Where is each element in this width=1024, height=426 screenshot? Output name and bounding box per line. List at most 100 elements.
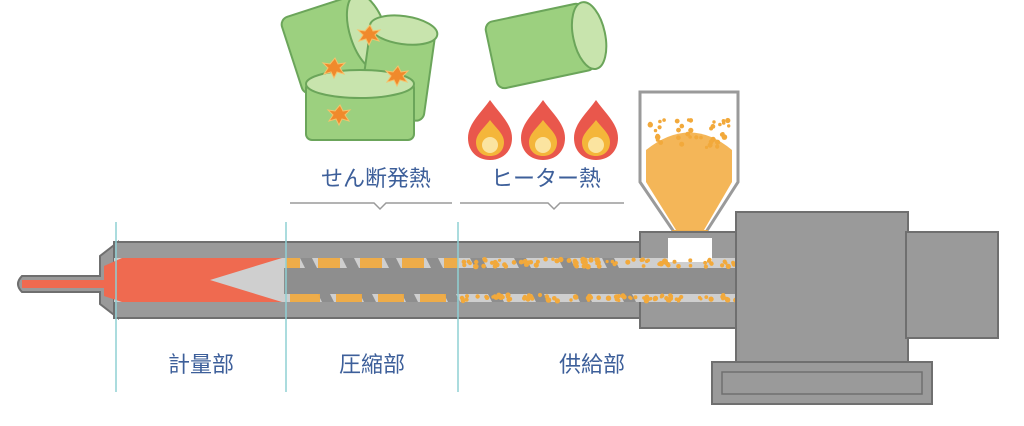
- flame-icon-group: [468, 100, 618, 160]
- pellet: [461, 259, 467, 265]
- pellet: [528, 260, 534, 265]
- pellet: [610, 259, 615, 264]
- pellet: [494, 262, 500, 268]
- pellet: [658, 119, 662, 124]
- pellet: [688, 135, 692, 139]
- section-dividers: [115, 222, 459, 392]
- pellet: [672, 259, 677, 264]
- pellet: [658, 260, 664, 267]
- pellet: [521, 260, 526, 264]
- pellet: [725, 263, 731, 269]
- pellet: [708, 296, 714, 302]
- pellet: [462, 263, 467, 268]
- pellet: [676, 264, 681, 269]
- pellet: [704, 295, 709, 299]
- pellet: [633, 295, 638, 300]
- pellet: [703, 260, 707, 265]
- pellet: [558, 256, 564, 263]
- pellet: [526, 294, 531, 298]
- pellet: [621, 294, 627, 300]
- pellet: [646, 258, 650, 263]
- pellet: [573, 294, 579, 300]
- pellet: [659, 295, 663, 299]
- molten-resin: [22, 258, 282, 302]
- pellet: [663, 260, 669, 265]
- pellet: [694, 135, 699, 140]
- pellet: [708, 139, 714, 145]
- pellet: [586, 298, 591, 302]
- compression-resin: [286, 258, 458, 302]
- pellet: [649, 296, 653, 301]
- pellet: [676, 299, 681, 303]
- pellet: [688, 127, 694, 133]
- pellet: [641, 264, 646, 268]
- pellet: [653, 128, 658, 133]
- pellet: [569, 298, 573, 302]
- pellet: [475, 294, 480, 299]
- pellet: [686, 118, 691, 122]
- pellet: [489, 260, 495, 265]
- pellet: [498, 258, 502, 262]
- pellet: [721, 293, 726, 297]
- pellet: [625, 259, 631, 265]
- feed-pellets: [459, 117, 739, 304]
- pellet: [511, 260, 517, 265]
- pellet: [588, 257, 594, 263]
- pellet: [657, 125, 662, 130]
- pellet: [721, 121, 726, 125]
- pellet: [596, 295, 601, 301]
- pellet: [533, 262, 539, 268]
- shear-cylinders-icon: [280, 0, 439, 141]
- pellet: [715, 144, 720, 149]
- pellet: [707, 257, 712, 262]
- pellet: [551, 257, 555, 261]
- pellet: [718, 122, 722, 127]
- pellet: [652, 295, 659, 301]
- pellet: [655, 138, 660, 142]
- pellet: [665, 297, 671, 303]
- pellet: [581, 263, 587, 269]
- pellet: [596, 263, 602, 269]
- pellet: [631, 257, 636, 262]
- pellet: [474, 259, 479, 265]
- pellet: [685, 131, 691, 137]
- pellet: [482, 264, 486, 269]
- pellet: [709, 126, 714, 131]
- pellet: [725, 117, 731, 124]
- pellet: [679, 294, 684, 300]
- pellet: [483, 258, 488, 263]
- shear-heat-bracket: [290, 202, 452, 211]
- flame-icon: [521, 100, 565, 160]
- pellet: [688, 263, 693, 268]
- pellet: [605, 259, 609, 264]
- heater-heat-label: ヒーター熱: [491, 167, 601, 192]
- pellet: [704, 145, 709, 149]
- pellet: [724, 261, 728, 265]
- pellet: [522, 296, 527, 301]
- flame-icon: [574, 100, 618, 160]
- pellet: [574, 263, 579, 269]
- pellet: [715, 139, 721, 145]
- pellet: [537, 292, 543, 298]
- pellet: [727, 124, 731, 128]
- pellet: [613, 294, 620, 300]
- pellet: [676, 127, 681, 133]
- pellet: [658, 140, 664, 145]
- pellet: [654, 134, 661, 140]
- pellet: [566, 258, 572, 263]
- pellet: [720, 263, 725, 268]
- pellet: [495, 294, 500, 300]
- shear-heat-label: せん断発熱: [321, 167, 431, 192]
- pellet: [465, 294, 469, 299]
- pellet: [605, 295, 612, 301]
- pellet: [503, 264, 509, 269]
- pellet: [501, 295, 505, 300]
- pellet: [647, 122, 653, 128]
- pellet: [679, 141, 685, 147]
- pellet: [554, 298, 561, 304]
- pellet: [662, 118, 666, 122]
- pellet: [485, 296, 490, 300]
- pellet: [709, 261, 714, 266]
- pellet: [676, 135, 681, 140]
